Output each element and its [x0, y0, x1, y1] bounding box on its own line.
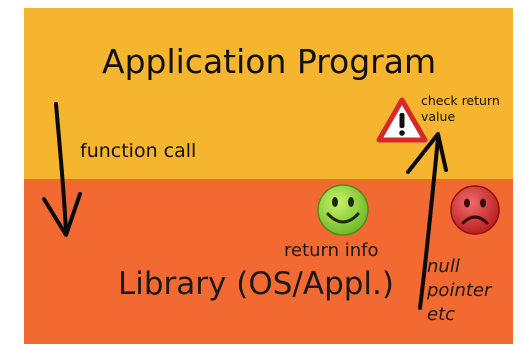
application-program-label: Application Program	[102, 42, 437, 81]
return-info-label: return info	[284, 240, 379, 261]
application-layer	[24, 8, 513, 179]
null-line1: null	[427, 256, 460, 277]
function-call-label: function call	[80, 140, 197, 162]
function-call-arrow	[42, 102, 82, 237]
warning-icon	[376, 97, 428, 143]
null-line2: pointer	[427, 280, 492, 301]
return-arrow	[406, 132, 448, 310]
check-return-value-label: check return value	[421, 93, 521, 125]
library-label: Library (OS/Appl.)	[118, 266, 394, 302]
check-return-line1: check return	[421, 93, 500, 108]
sad-face-icon	[450, 185, 500, 235]
null-line3: etc	[427, 304, 456, 325]
null-pointer-label: null pointer etc	[427, 255, 491, 327]
happy-face-icon	[317, 184, 369, 236]
check-return-line2: value	[421, 109, 456, 124]
